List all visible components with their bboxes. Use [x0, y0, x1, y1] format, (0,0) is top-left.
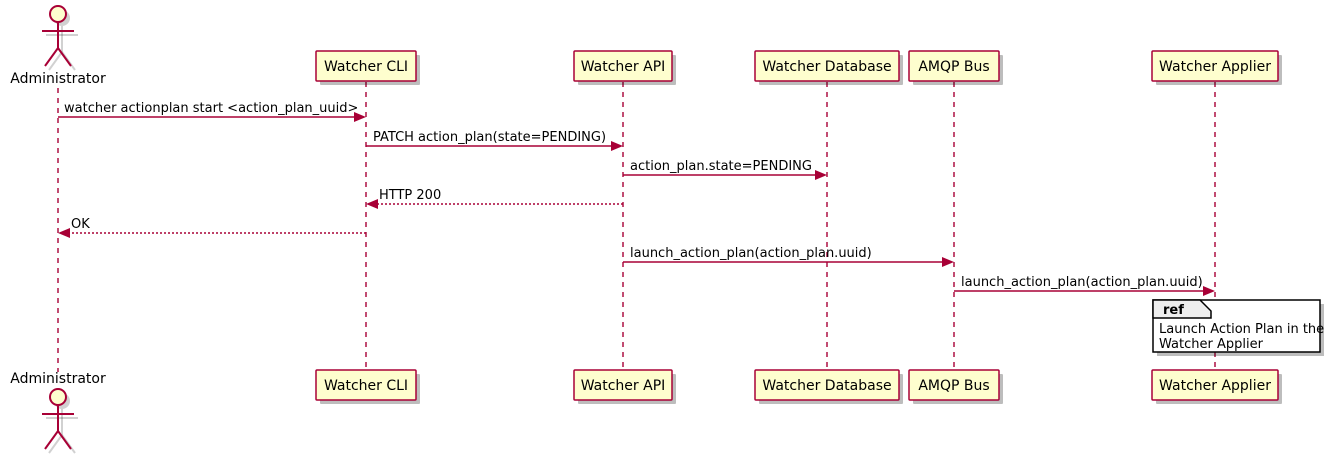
message-launch-action-plan-applier[interactable]: launch_action_plan(action_plan.uuid) — [954, 275, 1215, 296]
participant-watcher-api-bottom[interactable]: Watcher API — [573, 369, 676, 404]
message-arrowhead-7 — [1203, 286, 1215, 296]
ref-fragment-tab-label: ref — [1163, 303, 1184, 318]
actor-right-leg-icon-bottom — [57, 430, 72, 450]
message-watcher-actionplan-start[interactable]: watcher actionplan start <action_plan_uu… — [58, 101, 366, 122]
actor-administrator-top[interactable]: Administrator — [10, 5, 106, 87]
message-arrowhead-2 — [611, 141, 623, 151]
actor-head-icon — [49, 5, 67, 23]
message-arrowhead-6 — [942, 257, 954, 267]
ref-fragment-body-line-1: Launch Action Plan in the — [1159, 322, 1324, 337]
participant-watcher-applier-top[interactable]: Watcher Applier — [1151, 50, 1282, 85]
ref-fragment-body-line-2: Watcher Applier — [1159, 337, 1264, 352]
message-arrowhead-4 — [366, 199, 378, 209]
participant-watcher-database-bottom[interactable]: Watcher Database — [754, 369, 903, 404]
message-ok[interactable]: OK — [58, 217, 366, 238]
actor-head-icon-bottom — [49, 388, 67, 406]
participant-label-amqp-bus-top: AMQP Bus — [918, 59, 989, 75]
message-arrowhead-1 — [354, 112, 366, 122]
participant-label-watcher-api-bottom: Watcher API — [581, 378, 666, 394]
participant-label-watcher-cli-bottom: Watcher CLI — [324, 378, 408, 394]
participant-label-watcher-database-top: Watcher Database — [762, 59, 891, 75]
participant-label-watcher-cli-top: Watcher CLI — [324, 59, 408, 75]
message-label-action-plan-state-pending: action_plan.state=PENDING — [630, 159, 812, 174]
message-label-launch-action-plan-applier: launch_action_plan(action_plan.uuid) — [961, 275, 1203, 290]
participant-label-amqp-bus-bottom: AMQP Bus — [918, 378, 989, 394]
participant-label-watcher-database-bottom: Watcher Database — [762, 378, 891, 394]
participant-label-watcher-api-top: Watcher API — [581, 59, 666, 75]
participant-amqp-bus-bottom[interactable]: AMQP Bus — [908, 369, 1003, 404]
participant-watcher-applier-bottom[interactable]: Watcher Applier — [1151, 369, 1282, 404]
participant-box-watcher-database-bottom[interactable] — [754, 369, 900, 401]
message-arrowhead-5 — [58, 228, 70, 238]
participant-label-watcher-applier-top: Watcher Applier — [1159, 59, 1271, 75]
actor-label-administrator-top: Administrator — [10, 71, 106, 87]
message-arrowhead-3 — [815, 170, 827, 180]
message-label-watcher-actionplan-start: watcher actionplan start <action_plan_uu… — [64, 101, 358, 116]
actor-administrator-bottom[interactable]: Administrator — [10, 371, 106, 454]
message-label-patch-action-plan: PATCH action_plan(state=PENDING) — [373, 130, 606, 145]
message-launch-action-plan-amqp[interactable]: launch_action_plan(action_plan.uuid) — [623, 246, 954, 267]
message-label-launch-action-plan-amqp: launch_action_plan(action_plan.uuid) — [630, 246, 872, 261]
participant-amqp-bus-top[interactable]: AMQP Bus — [908, 50, 1003, 85]
participant-watcher-cli-top[interactable]: Watcher CLI — [315, 50, 420, 85]
participant-box-amqp-bus-bottom[interactable] — [908, 369, 1000, 401]
message-http-200[interactable]: HTTP 200 — [366, 188, 623, 209]
participant-watcher-api-top[interactable]: Watcher API — [573, 50, 676, 85]
message-label-ok: OK — [71, 217, 90, 232]
participant-watcher-database-top[interactable]: Watcher Database — [754, 50, 903, 85]
participant-box-watcher-cli-top[interactable] — [315, 50, 417, 82]
actor-left-leg-icon-bottom — [44, 430, 59, 450]
message-label-http-200: HTTP 200 — [379, 188, 441, 203]
participant-watcher-cli-bottom[interactable]: Watcher CLI — [315, 369, 420, 404]
participant-box-amqp-bus-top[interactable] — [908, 50, 1000, 82]
actor-label-administrator-bottom: Administrator — [10, 371, 106, 387]
participant-box-watcher-applier-top[interactable] — [1151, 50, 1279, 82]
ref-fragment-tab — [1152, 299, 1212, 319]
message-action-plan-state-pending[interactable]: action_plan.state=PENDING — [623, 159, 827, 180]
participant-label-watcher-applier-bottom: Watcher Applier — [1159, 378, 1271, 394]
message-patch-action-plan[interactable]: PATCH action_plan(state=PENDING) — [366, 130, 623, 151]
participant-box-watcher-database-top[interactable] — [754, 50, 900, 82]
lifelines-layer — [57, 82, 1216, 372]
ref-fragment[interactable]: ref Launch Action Plan in the Watcher Ap… — [1152, 299, 1324, 356]
participant-box-watcher-cli-bottom[interactable] — [315, 369, 417, 401]
participant-box-watcher-api-top[interactable] — [573, 50, 673, 82]
participant-box-watcher-applier-bottom[interactable] — [1151, 369, 1279, 401]
actor-left-leg-icon — [44, 47, 59, 67]
participant-box-watcher-api-bottom[interactable] — [573, 369, 673, 401]
actor-right-leg-icon — [57, 47, 72, 67]
